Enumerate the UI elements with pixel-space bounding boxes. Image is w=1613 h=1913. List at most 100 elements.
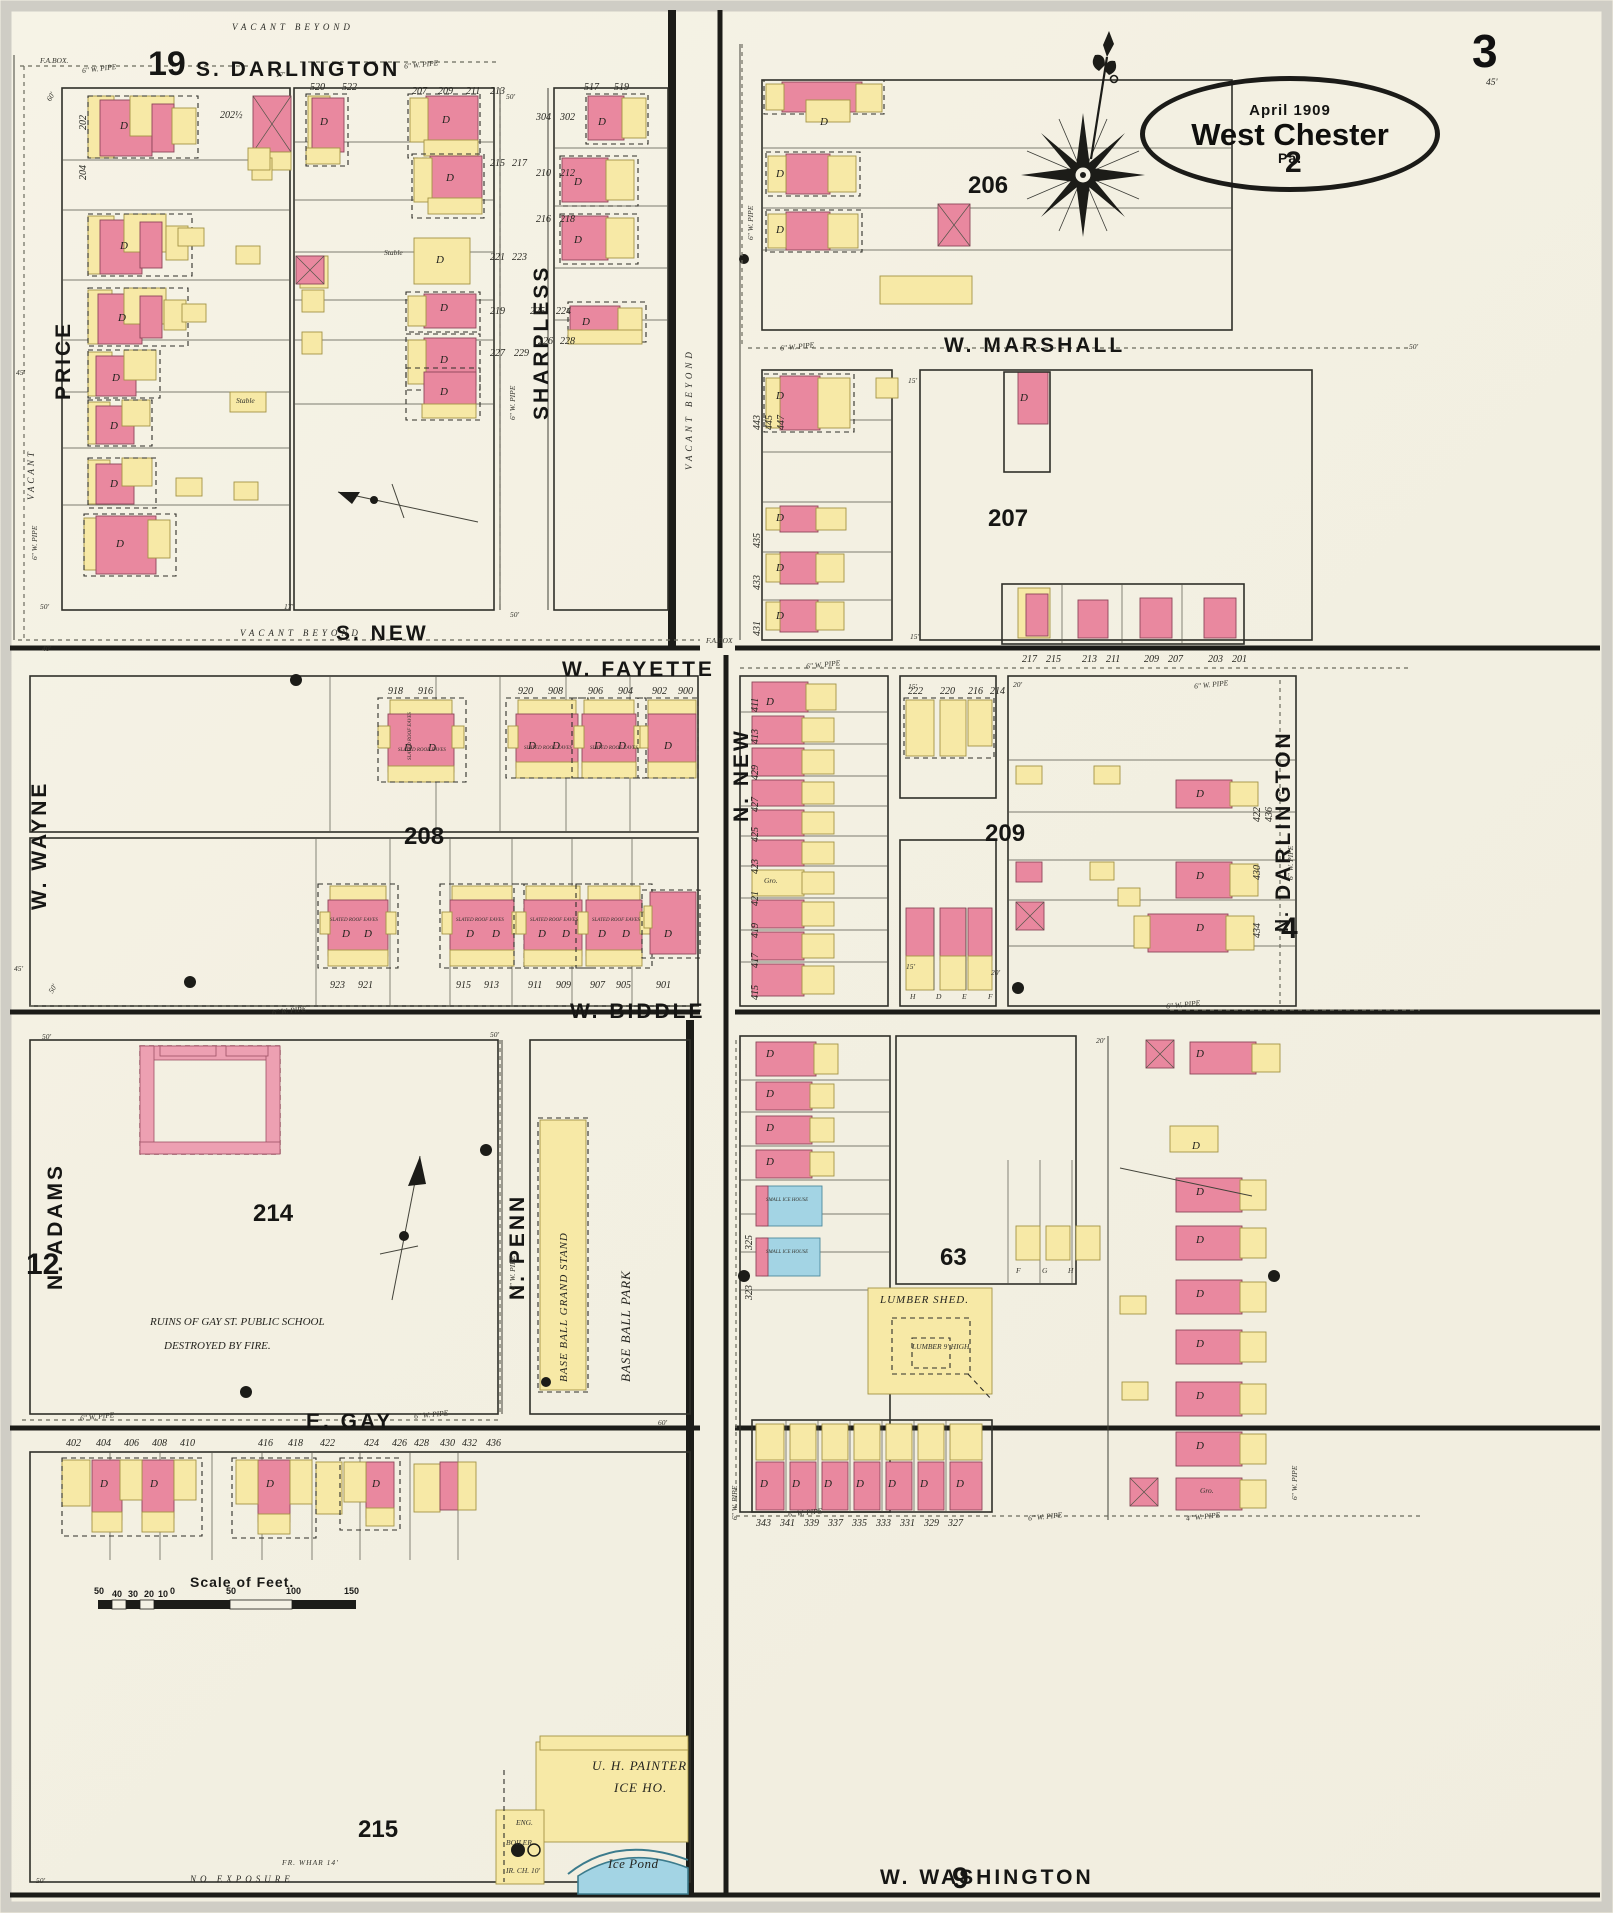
street-label-w-biddle: W. BIDDLE: [570, 1000, 706, 1023]
house-number-nn3: 214: [990, 686, 1005, 697]
house-number-m4: 209: [1144, 654, 1159, 665]
pipe-label-vert-newlower: 6" W. PIPE: [730, 1485, 739, 1520]
street-label-price: PRICE: [52, 320, 75, 400]
scale-tick-50r: 50: [226, 1586, 237, 1596]
building-label-d-54: D: [1196, 1234, 1204, 1246]
building-label-d-7: D: [116, 538, 124, 550]
note-small-ice-house-1: SMALL ICE HOUSE: [766, 1198, 809, 1203]
street-label-s-new: S. NEW: [336, 622, 429, 645]
building-label-d-63: D: [760, 1478, 768, 1490]
unit-letter-h: H: [910, 992, 916, 1001]
house-number-r12: 417: [750, 953, 761, 968]
house-number-nn0: 222: [908, 686, 923, 697]
annotation-lumber-height: LUMBER 9' HIGH.: [912, 1342, 972, 1351]
building-label-d-21: D: [776, 224, 784, 236]
house-number-520: 520: [310, 82, 325, 93]
building-label-d-62: D: [372, 1478, 380, 1490]
house-number-g9: 426: [392, 1438, 407, 1449]
house-number-r8: 425: [750, 827, 761, 842]
scale-tick-30: 30: [128, 1589, 139, 1599]
annotation-school-ruins-line2: DESTROYED BY FIRE.: [164, 1340, 271, 1352]
title-cartouche: April 1909 West Chester Pa.: [1140, 76, 1440, 192]
house-number-901: 901: [656, 980, 671, 991]
house-number-w7: 329: [924, 1518, 939, 1529]
cartouche-date: April 1909: [1249, 102, 1331, 119]
house-number-r13: 415: [750, 985, 761, 1000]
dim-8: 50': [36, 1876, 46, 1885]
building-label-d-6: D: [110, 478, 118, 490]
note-grocery-2: Gro.: [1200, 1486, 1214, 1495]
building-label-d-56: D: [1196, 1338, 1204, 1350]
scale-bar-title: Scale of Feet.: [190, 1574, 295, 1590]
house-number-w8: 327: [948, 1518, 963, 1529]
note-stable-1: Stable: [384, 248, 403, 257]
house-number-g11: 430: [440, 1438, 455, 1449]
house-number-225: 225: [530, 306, 545, 317]
unit-letter-f: G: [1042, 1266, 1048, 1275]
house-number-w6: 331: [900, 1518, 915, 1529]
house-number-g3: 408: [152, 1438, 167, 1449]
building-label-d-64: D: [792, 1478, 800, 1490]
building-label-d-61: D: [266, 1478, 274, 1490]
house-number-r14: 413: [750, 729, 761, 744]
house-number-nn2: 216: [968, 686, 983, 697]
house-number-r19: 436: [1264, 807, 1275, 822]
street-label-w-wayne: W. WAYNE: [28, 780, 51, 910]
house-number-223: 223: [512, 252, 527, 263]
house-number-g5: 416: [258, 1438, 273, 1449]
annotation-engine: ENG.: [516, 1818, 533, 1827]
street-label-w-marshall: W. MARSHALL: [944, 334, 1126, 357]
house-number-304: 304: [536, 112, 551, 123]
house-number-215: 215: [490, 158, 505, 169]
dim-9: 17': [276, 70, 286, 79]
house-number-202: 202: [78, 115, 89, 130]
annotation-fire-alarm-box-right: F.A.BOX: [706, 636, 733, 645]
house-number-908: 908: [548, 686, 563, 697]
building-label-d-13: D: [440, 354, 448, 366]
house-number-r3: 435: [752, 533, 763, 548]
scale-tick-100: 100: [286, 1586, 302, 1596]
dim-20: 20': [1096, 1036, 1106, 1045]
house-number-224: 224: [556, 306, 571, 317]
dim-22: 50': [1409, 342, 1419, 351]
street-label-s-darlington: S. DARLINGTON: [196, 58, 401, 81]
dim-16: 15': [910, 632, 920, 641]
house-number-w3: 337: [828, 1518, 843, 1529]
scale-tick-40: 40: [112, 1589, 123, 1599]
block-number-19: 19: [148, 45, 186, 83]
dim-18: 20': [1013, 680, 1023, 689]
house-number-918: 918: [388, 686, 403, 697]
house-number-900: 900: [678, 686, 693, 697]
annotation-vacant-beyond-top: VACANT BEYOND: [232, 22, 354, 32]
house-number-920: 920: [518, 686, 533, 697]
building-label-d-49: D: [1196, 870, 1204, 882]
building-label-d-2: D: [120, 240, 128, 252]
dim-12: 50': [510, 610, 520, 619]
house-number-r4: 433: [752, 575, 763, 590]
building-label-d-3: D: [118, 312, 126, 324]
house-number-519: 519: [614, 82, 629, 93]
house-number-229: 229: [514, 348, 529, 359]
note-grocery-1: Gro.: [764, 876, 778, 885]
note-slated-roof-4: SLATED ROOF EAVES: [590, 746, 638, 751]
house-number-907: 907: [590, 980, 605, 991]
annotation-vacant-beyond-vertical: VACANT BEYOND: [684, 348, 694, 470]
building-label-d-1: D: [120, 120, 128, 132]
house-number-m3: 211: [1106, 654, 1121, 665]
annotation-boiler: BOILER: [506, 1838, 532, 1847]
building-label-d-19: D: [820, 116, 828, 128]
note-slated-roof-7: SLATED ROOF EAVES: [530, 918, 578, 923]
unit-letter-d: F: [988, 992, 993, 1001]
building-label-d-30: D: [552, 740, 560, 752]
building-label-d-24: D: [776, 562, 784, 574]
scale-tick-0: 0: [170, 1586, 176, 1596]
house-number-g1: 404: [96, 1438, 111, 1449]
pipe-label-vert-penn: 6" W. PIPE: [508, 1255, 517, 1290]
dim-17: 15': [908, 682, 918, 691]
building-label-d-48: D: [1196, 788, 1204, 800]
scale-tick-150: 150: [344, 1586, 360, 1596]
block-number-215: 215: [358, 1816, 399, 1843]
house-number-r18: 434: [1252, 923, 1263, 938]
house-number-909: 909: [556, 980, 571, 991]
